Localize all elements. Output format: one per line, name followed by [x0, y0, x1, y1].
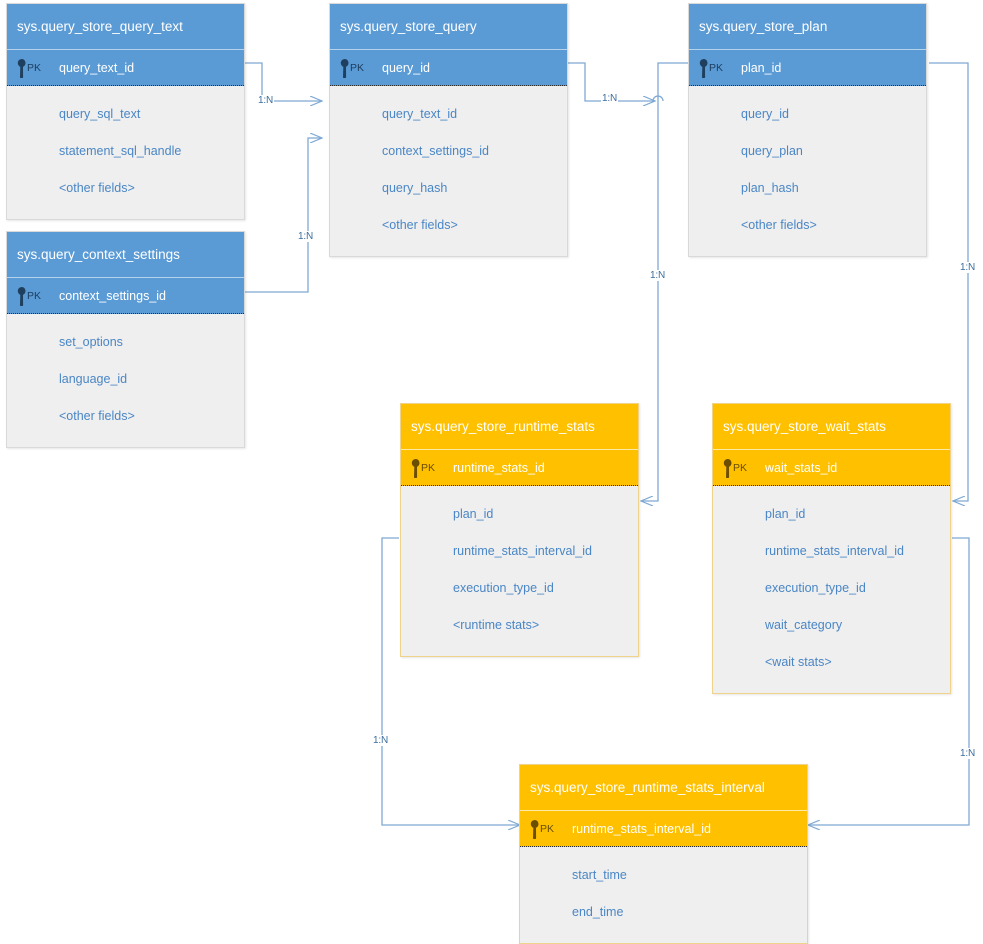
entity-pk-row[interactable]: PK runtime_stats_id — [401, 449, 638, 486]
field-row[interactable]: plan_id — [765, 507, 806, 521]
field-row[interactable]: execution_type_id — [453, 581, 554, 595]
entity-query-store-runtime-stats[interactable]: sys.query_store_runtime_stats PK runtime… — [400, 403, 639, 657]
field-row[interactable]: query_hash — [382, 181, 448, 195]
entity-fields: query_text_id context_settings_id query_… — [330, 86, 567, 256]
pk-field-name: context_settings_id — [59, 289, 167, 303]
pk-tag: PK — [733, 462, 748, 474]
field-row[interactable]: context_settings_id — [382, 144, 490, 158]
field-row[interactable]: statement_sql_handle — [59, 144, 182, 158]
key-icon — [530, 820, 539, 839]
cardinality-label-r3: 1:N — [601, 93, 618, 104]
connector-wait-stats-to-interval — [808, 537, 970, 825]
connector-line-hop — [652, 95, 664, 102]
connector-plan-to-wait-stats — [929, 62, 969, 501]
key-icon — [340, 59, 349, 78]
entity-title: sys.query_store_query_text — [7, 4, 244, 49]
cardinality-label-r6: 1:N — [372, 735, 389, 746]
entity-pk-row[interactable]: PK wait_stats_id — [713, 449, 950, 486]
pk-field-name: query_id — [382, 61, 430, 75]
entity-pk-row[interactable]: PK query_text_id — [7, 49, 244, 86]
entity-fields: set_options language_id <other fields> — [7, 314, 244, 447]
key-icon — [17, 59, 26, 78]
entity-fields: start_time end_time — [520, 847, 807, 943]
field-row[interactable]: query_id — [741, 107, 789, 121]
key-icon — [17, 287, 26, 306]
key-icon — [723, 459, 732, 478]
cardinality-label-r5: 1:N — [959, 262, 976, 273]
connector-query-text-to-query — [245, 62, 322, 101]
entity-query-store-runtime-stats-interval[interactable]: sys.query_store_runtime_stats_interval P… — [519, 764, 808, 944]
entity-fields: plan_id runtime_stats_interval_id execut… — [713, 486, 950, 693]
field-row[interactable]: <other fields> — [382, 218, 458, 232]
pk-tag: PK — [421, 462, 436, 474]
cardinality-label-r1: 1:N — [257, 95, 274, 106]
entity-query-store-query[interactable]: sys.query_store_query PK query_id query_… — [329, 3, 568, 257]
field-row[interactable]: query_plan — [741, 144, 803, 158]
entity-query-store-plan[interactable]: sys.query_store_plan PK plan_id query_id… — [688, 3, 927, 257]
entity-fields: query_sql_text statement_sql_handle <oth… — [7, 86, 244, 219]
entity-title: sys.query_store_wait_stats — [713, 404, 950, 449]
cardinality-label-r7: 1:N — [959, 748, 976, 759]
pk-tag: PK — [27, 62, 42, 74]
field-row[interactable]: language_id — [59, 372, 128, 386]
field-row[interactable]: runtime_stats_interval_id — [453, 544, 592, 558]
entity-title: sys.query_store_runtime_stats — [401, 404, 638, 449]
field-row[interactable]: execution_type_id — [765, 581, 866, 595]
entity-title: sys.query_context_settings — [7, 232, 244, 277]
entity-title: sys.query_store_runtime_stats_interval — [520, 765, 807, 810]
field-row[interactable]: end_time — [572, 905, 624, 919]
field-row[interactable]: query_text_id — [382, 107, 458, 121]
field-row[interactable]: <other fields> — [59, 409, 135, 423]
field-row[interactable]: <other fields> — [741, 218, 817, 232]
connector-plan-to-runtime-stats — [641, 62, 688, 501]
entity-fields: query_id query_plan plan_hash <other fie… — [689, 86, 926, 256]
field-row[interactable]: plan_hash — [741, 181, 799, 195]
entity-query-store-wait-stats[interactable]: sys.query_store_wait_stats PK wait_stats… — [712, 403, 951, 694]
pk-tag: PK — [350, 62, 365, 74]
field-row[interactable]: wait_category — [765, 618, 843, 632]
pk-tag: PK — [709, 62, 724, 74]
key-icon — [411, 459, 420, 478]
entity-query-context-settings[interactable]: sys.query_context_settings PK context_se… — [6, 231, 245, 448]
pk-tag: PK — [27, 290, 42, 302]
pk-field-name: plan_id — [741, 61, 782, 75]
field-row[interactable]: start_time — [572, 868, 627, 882]
pk-tag: PK — [540, 823, 555, 835]
connector-runtime-stats-to-interval — [381, 537, 520, 825]
connector-context-settings-to-query — [245, 138, 322, 293]
field-row[interactable]: runtime_stats_interval_id — [765, 544, 904, 558]
pk-field-name: wait_stats_id — [765, 461, 838, 475]
field-row[interactable]: set_options — [59, 335, 123, 349]
field-row[interactable]: plan_id — [453, 507, 494, 521]
entity-query-store-query-text[interactable]: sys.query_store_query_text PK query_text… — [6, 3, 245, 220]
entity-pk-row[interactable]: PK query_id — [330, 49, 567, 86]
entity-pk-row[interactable]: PK runtime_stats_interval_id — [520, 810, 807, 847]
field-row[interactable]: <other fields> — [59, 181, 135, 195]
pk-field-name: query_text_id — [59, 61, 135, 75]
cardinality-label-r2: 1:N — [297, 231, 314, 242]
connector-query-to-plan — [568, 62, 655, 101]
key-icon — [699, 59, 708, 78]
pk-field-name: runtime_stats_interval_id — [572, 822, 711, 836]
pk-field-name: runtime_stats_id — [453, 461, 545, 475]
field-row[interactable]: <runtime stats> — [453, 618, 540, 632]
entity-pk-row[interactable]: PK context_settings_id — [7, 277, 244, 314]
cardinality-label-r4: 1:N — [649, 270, 666, 281]
entity-title: sys.query_store_plan — [689, 4, 926, 49]
entity-fields: plan_id runtime_stats_interval_id execut… — [401, 486, 638, 656]
entity-title: sys.query_store_query — [330, 4, 567, 49]
field-row[interactable]: query_sql_text — [59, 107, 141, 121]
entity-pk-row[interactable]: PK plan_id — [689, 49, 926, 86]
field-row[interactable]: <wait stats> — [765, 655, 832, 669]
